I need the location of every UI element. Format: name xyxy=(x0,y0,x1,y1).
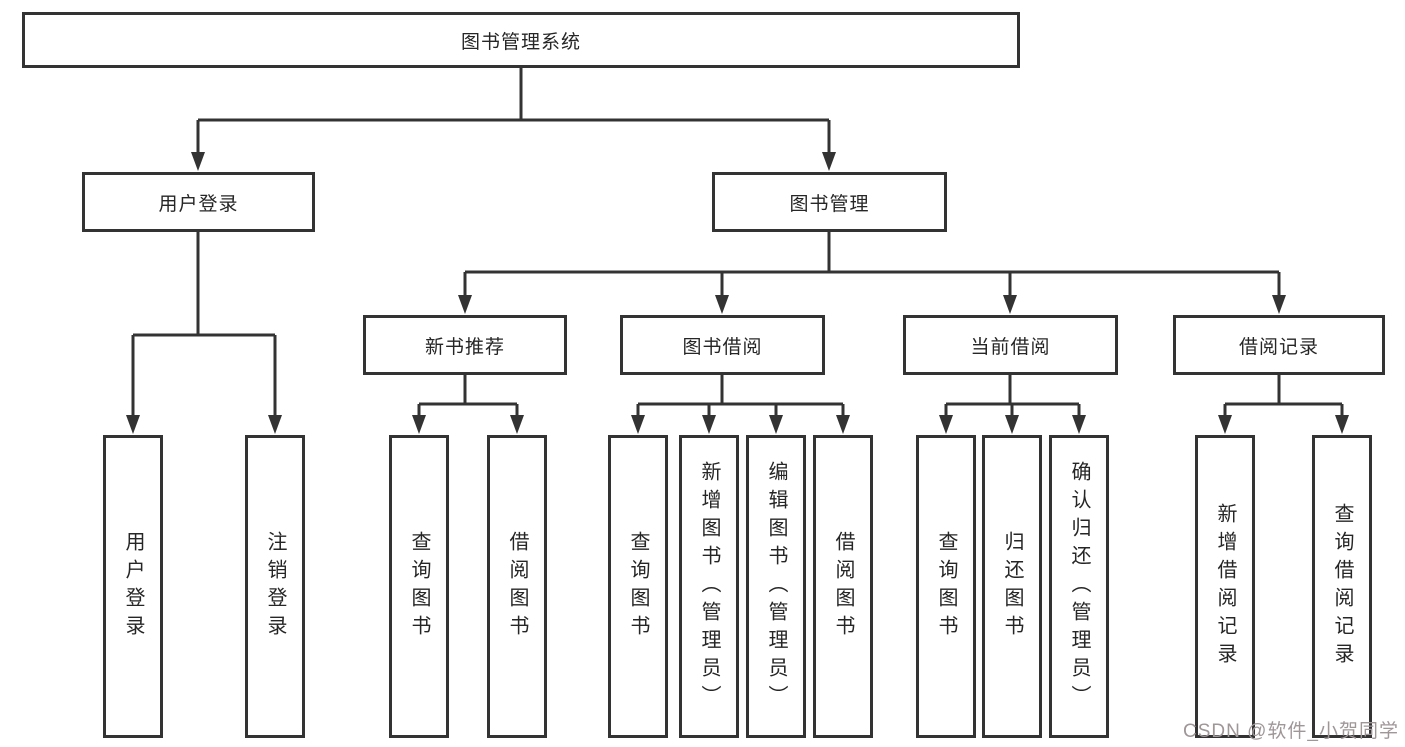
leaf-edit-book-admin-label: 编辑图书（管理员） xyxy=(765,460,787,713)
leaf-add-borrow-record: 新增借阅记录 xyxy=(1195,435,1255,738)
node-new-book-recommend-label: 新书推荐 xyxy=(424,336,505,358)
node-root: 图书管理系统 xyxy=(22,12,1020,68)
node-book-borrow-label: 图书借阅 xyxy=(682,336,763,358)
node-borrow-records: 借阅记录 xyxy=(1173,315,1385,375)
leaf-add-book-admin: 新增图书（管理员） xyxy=(679,435,739,738)
node-user-login-label: 用户登录 xyxy=(158,193,239,215)
leaf-query-books-3-label: 查询图书 xyxy=(935,530,957,643)
leaf-logout-label: 注销登录 xyxy=(264,530,286,643)
watermark-text: CSDN @软件_小贺同学 xyxy=(1183,721,1399,742)
node-book-management: 图书管理 xyxy=(712,172,947,232)
leaf-logout: 注销登录 xyxy=(245,435,305,738)
leaf-query-books-2-label: 查询图书 xyxy=(627,530,649,643)
leaf-borrow-books-2: 借阅图书 xyxy=(813,435,873,738)
node-root-label: 图书管理系统 xyxy=(460,31,581,53)
node-borrow-records-label: 借阅记录 xyxy=(1238,336,1319,358)
leaf-query-borrow-record-label: 查询借阅记录 xyxy=(1331,502,1353,671)
leaf-borrow-books-1-label: 借阅图书 xyxy=(506,530,528,643)
node-user-login: 用户登录 xyxy=(82,172,315,232)
leaf-return-books-label: 归还图书 xyxy=(1001,530,1023,643)
leaf-user-login-label: 用户登录 xyxy=(122,530,144,643)
leaf-borrow-books-2-label: 借阅图书 xyxy=(832,530,854,643)
leaf-query-books-1-label: 查询图书 xyxy=(408,530,430,643)
leaf-add-book-admin-label: 新增图书（管理员） xyxy=(698,460,720,713)
leaf-query-books-1: 查询图书 xyxy=(389,435,449,738)
leaf-return-books: 归还图书 xyxy=(982,435,1042,738)
leaf-user-login: 用户登录 xyxy=(103,435,163,738)
leaf-query-books-2: 查询图书 xyxy=(608,435,668,738)
leaf-confirm-return-admin: 确认归还（管理员） xyxy=(1049,435,1109,738)
node-current-borrow: 当前借阅 xyxy=(903,315,1118,375)
leaf-edit-book-admin: 编辑图书（管理员） xyxy=(746,435,806,738)
node-new-book-recommend: 新书推荐 xyxy=(363,315,567,375)
node-book-management-label: 图书管理 xyxy=(789,193,870,215)
leaf-confirm-return-admin-label: 确认归还（管理员） xyxy=(1068,460,1090,713)
node-book-borrow: 图书借阅 xyxy=(620,315,825,375)
leaf-query-borrow-record: 查询借阅记录 xyxy=(1312,435,1372,738)
node-current-borrow-label: 当前借阅 xyxy=(970,336,1051,358)
leaf-add-borrow-record-label: 新增借阅记录 xyxy=(1214,502,1236,671)
leaf-query-books-3: 查询图书 xyxy=(916,435,976,738)
leaf-borrow-books-1: 借阅图书 xyxy=(487,435,547,738)
